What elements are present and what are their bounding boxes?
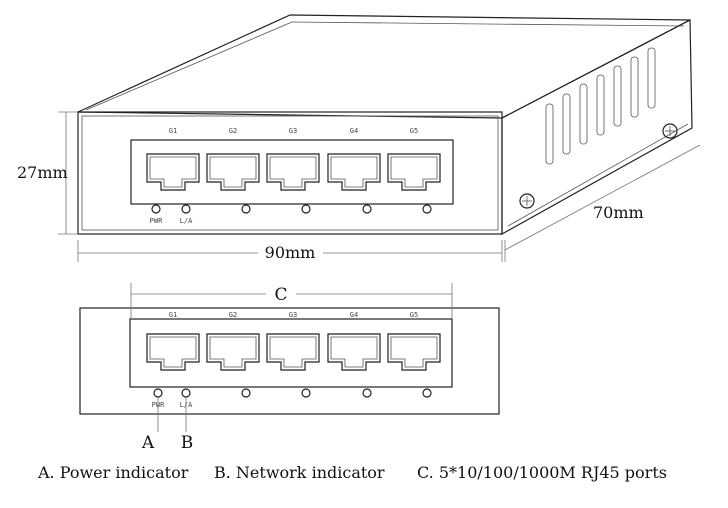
port-label-g3: G3 (289, 127, 297, 135)
pwr-label: PWR (150, 217, 163, 225)
rj45-port-icon (387, 153, 441, 191)
callout-a-label: A (141, 433, 155, 453)
rj45-port-icon (206, 153, 260, 191)
led-icon (362, 388, 372, 398)
rj45-port-icon (387, 333, 441, 371)
rj45-port-icon (146, 153, 200, 191)
dimension-width: 90mm (77, 240, 503, 262)
port-label: G5 (410, 311, 418, 319)
led-icon (422, 204, 432, 214)
dimension-depth: 70mm (504, 144, 701, 262)
port-label: G3 (289, 311, 297, 319)
led-icon (241, 204, 251, 214)
port-label-g2: G2 (229, 127, 237, 135)
vent-slots (545, 47, 656, 165)
rj45-port-icon (146, 333, 200, 371)
dimension-width-label: 90mm (265, 243, 316, 262)
legend-item-a: A. Power indicator (37, 463, 189, 482)
callout-b-label: B (181, 433, 194, 453)
legend-item-c: C. 5*10/100/1000M RJ45 ports (417, 463, 667, 482)
led-icon (422, 388, 432, 398)
led-icon (181, 204, 191, 214)
rj45-port-icon (266, 153, 320, 191)
led-icon (181, 388, 191, 398)
port-label: G3 (289, 127, 297, 135)
port-label: G2 (229, 127, 237, 135)
port-label: G4 (350, 311, 358, 319)
screw-icon (519, 193, 535, 209)
dimension-height-label: 27mm (17, 163, 68, 182)
switch-front-panel: G1 G2 G3 G4 G5 PWR L/A (79, 283, 500, 453)
led-icon (151, 204, 161, 214)
port-label: G5 (410, 127, 418, 135)
legend: A. Power indicator B. Network indicator … (37, 463, 667, 482)
screw-icon (662, 123, 678, 139)
la-label: L/A (180, 217, 193, 225)
led-icon (362, 204, 372, 214)
port-label: G1 (169, 311, 177, 319)
dimension-height: 27mm (17, 111, 78, 235)
rj45-port-icon (266, 333, 320, 371)
rj45-port-icon (327, 153, 381, 191)
port-label-g5: G5 (410, 127, 418, 135)
rj45-port-icon (327, 333, 381, 371)
port-label: G2 (229, 311, 237, 319)
led-icon (301, 204, 311, 214)
legend-item-b: B. Network indicator (214, 463, 385, 482)
switch-3d-view: G1 G2 G3 G4 G5 PWR (17, 14, 701, 262)
callout-c-label: C (274, 285, 287, 305)
dimension-depth-label: 70mm (593, 203, 644, 222)
port-label: G4 (350, 127, 358, 135)
callout-c-bracket: C (130, 283, 453, 319)
led-icon (301, 388, 311, 398)
led-icon (153, 388, 163, 398)
led-icon (241, 388, 251, 398)
rj45-port-icon (206, 333, 260, 371)
port-label-g4: G4 (350, 127, 358, 135)
port-label: G1 (169, 127, 177, 135)
port-label-g1: G1 (169, 127, 177, 135)
